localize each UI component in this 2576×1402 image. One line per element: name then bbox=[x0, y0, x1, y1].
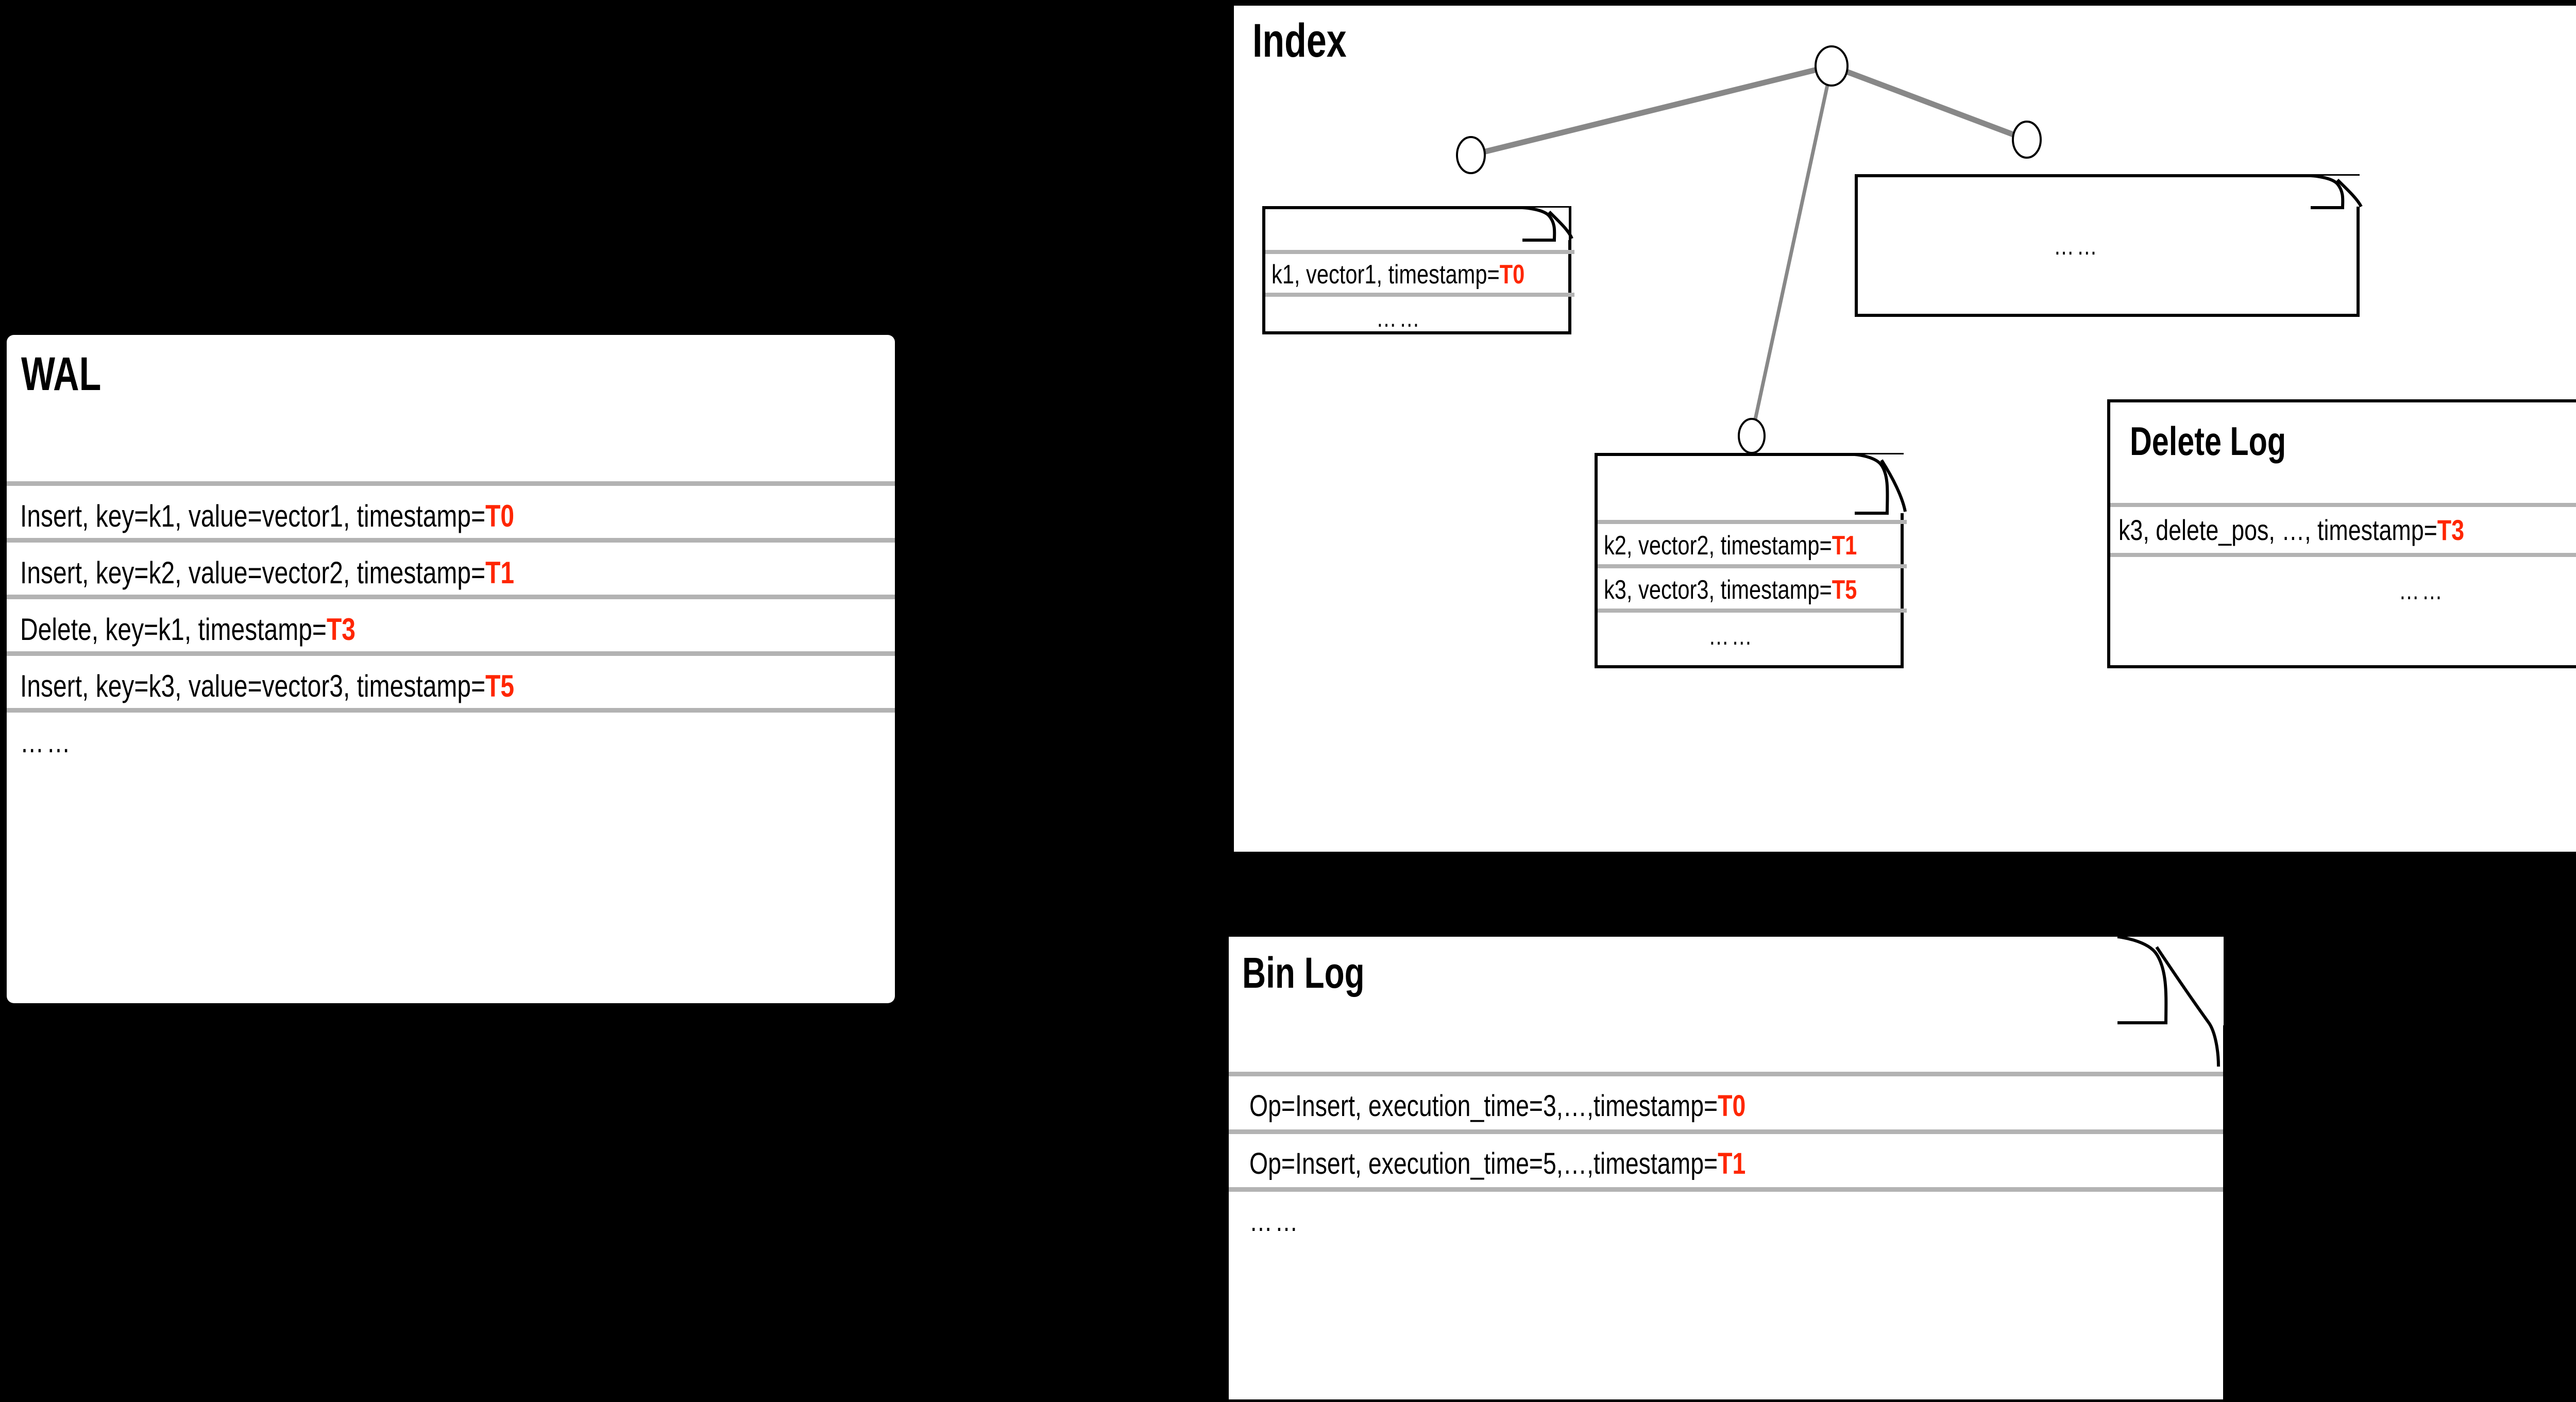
wal-separator bbox=[7, 595, 895, 599]
child-node-circle-left bbox=[1456, 136, 1486, 174]
leaf-node-k1-row-0: k1, vector1, timestamp=T0 bbox=[1272, 261, 1524, 288]
bin-log-separator bbox=[1229, 1129, 2223, 1134]
leaf-node-k2-k3-row-1-timestamp: T5 bbox=[1832, 575, 1857, 605]
child-node-circle-right bbox=[2012, 121, 2042, 159]
delete-log-row-1-ellipsis: …… bbox=[2399, 576, 2445, 605]
wal-row-1-text: Insert, key=k2, value=vector2, timestamp… bbox=[20, 555, 486, 590]
leaf-node-k1-row-0-timestamp: T0 bbox=[1499, 260, 1525, 290]
delete-log-row-0-timestamp: T3 bbox=[2437, 514, 2465, 546]
bin-log-row-0-text: Op=Insert, execution_time=3,…,timestamp= bbox=[1249, 1089, 1718, 1123]
root-node-circle bbox=[1815, 45, 1849, 87]
leaf-node-k2-k3-row-1: k3, vector3, timestamp=T5 bbox=[1604, 577, 1857, 603]
wal-row-3-text: Insert, key=k3, value=vector3, timestamp… bbox=[20, 669, 486, 703]
wal-row-2-timestamp: T3 bbox=[326, 612, 355, 647]
bin-log-panel: Bin Log Op=Insert, execution_time=3,…,ti… bbox=[1229, 937, 2223, 1399]
bin-log-row-2-ellipsis: …… bbox=[1249, 1205, 1301, 1237]
edge-root-to-left bbox=[1470, 63, 1833, 158]
bin-log-separator bbox=[1229, 1187, 2223, 1192]
wal-row-3-timestamp: T5 bbox=[485, 669, 515, 703]
wal-separator bbox=[7, 481, 895, 486]
delete-log-panel: Delete Log k3, delete_pos, …, timestamp=… bbox=[2107, 399, 2576, 668]
leaf-node-k2-k3-row-0-text: k2, vector2, timestamp= bbox=[1604, 531, 1832, 561]
node-separator bbox=[1598, 609, 1907, 613]
bin-log-row-0: Op=Insert, execution_time=3,…,timestamp=… bbox=[1249, 1091, 1745, 1121]
wal-panel: WAL Insert, key=k1, value=vector1, times… bbox=[7, 335, 895, 1003]
delete-log-row-0-text: k3, delete_pos, …, timestamp= bbox=[2119, 514, 2437, 546]
delete-log-row-0: k3, delete_pos, …, timestamp=T3 bbox=[2119, 516, 2464, 545]
wal-row-0: Insert, key=k1, value=vector1, timestamp… bbox=[20, 501, 514, 532]
wal-row-0-text: Insert, key=k1, value=vector1, timestamp… bbox=[20, 499, 486, 533]
leaf-node-k2-k3-row-0: k2, vector2, timestamp=T1 bbox=[1604, 532, 1857, 559]
node-separator bbox=[1265, 250, 1574, 254]
wal-row-1: Insert, key=k2, value=vector2, timestamp… bbox=[20, 558, 514, 588]
edge-root-to-bottom bbox=[1750, 65, 1834, 436]
index-title: Index bbox=[1252, 14, 1347, 67]
node-separator bbox=[1598, 564, 1907, 568]
wal-separator bbox=[7, 651, 895, 656]
bin-log-row-1-text: Op=Insert, execution_time=5,…,timestamp= bbox=[1249, 1147, 1718, 1180]
bin-log-row-1-timestamp: T1 bbox=[1718, 1147, 1746, 1180]
leaf-node-ellipsis: …… bbox=[1855, 174, 2360, 317]
bin-log-row-0-timestamp: T0 bbox=[1718, 1089, 1746, 1123]
bin-log-separator bbox=[1229, 1072, 2223, 1076]
delete-log-separator bbox=[2110, 553, 2576, 557]
leaf-node-k1: k1, vector1, timestamp=T0 …… bbox=[1262, 206, 1574, 334]
wal-separator bbox=[7, 538, 895, 543]
leaf-node-k1-row-0-text: k1, vector1, timestamp= bbox=[1272, 260, 1500, 290]
wal-separator bbox=[7, 708, 895, 713]
leaf-node-k1-row-1-ellipsis: …… bbox=[1376, 303, 1422, 332]
leaf-node-ellipsis-row-0: …… bbox=[2054, 231, 2100, 260]
leaf-node-k2-k3-row-2-ellipsis: …… bbox=[1708, 621, 1755, 650]
wal-row-0-timestamp: T0 bbox=[485, 499, 515, 533]
leaf-node-k2-k3: k2, vector2, timestamp=T1 k3, vector3, t… bbox=[1595, 453, 1907, 668]
bin-log-title: Bin Log bbox=[1242, 949, 1365, 997]
delete-log-title: Delete Log bbox=[2130, 418, 2286, 464]
leaf-node-k2-k3-row-1-text: k3, vector3, timestamp= bbox=[1604, 575, 1832, 605]
wal-row-2: Delete, key=k1, timestamp=T3 bbox=[20, 614, 355, 645]
wal-row-4-ellipsis: …… bbox=[20, 725, 73, 759]
node-separator bbox=[1265, 293, 1574, 297]
bin-log-row-1: Op=Insert, execution_time=5,…,timestamp=… bbox=[1249, 1149, 1745, 1179]
leaf-node-k2-k3-row-0-timestamp: T1 bbox=[1832, 531, 1857, 561]
index-panel: Index k1, vector1, timestamp=T0 …… …… bbox=[1234, 6, 2576, 852]
edge-root-to-right bbox=[1831, 63, 2028, 143]
wal-row-3: Insert, key=k3, value=vector3, timestamp… bbox=[20, 671, 514, 702]
node-separator bbox=[1598, 520, 1907, 524]
delete-log-separator bbox=[2110, 503, 2576, 507]
child-node-circle-bottom bbox=[1738, 418, 1766, 454]
wal-row-1-timestamp: T1 bbox=[485, 555, 515, 590]
wal-title: WAL bbox=[21, 348, 101, 400]
wal-row-2-text: Delete, key=k1, timestamp= bbox=[20, 612, 327, 647]
